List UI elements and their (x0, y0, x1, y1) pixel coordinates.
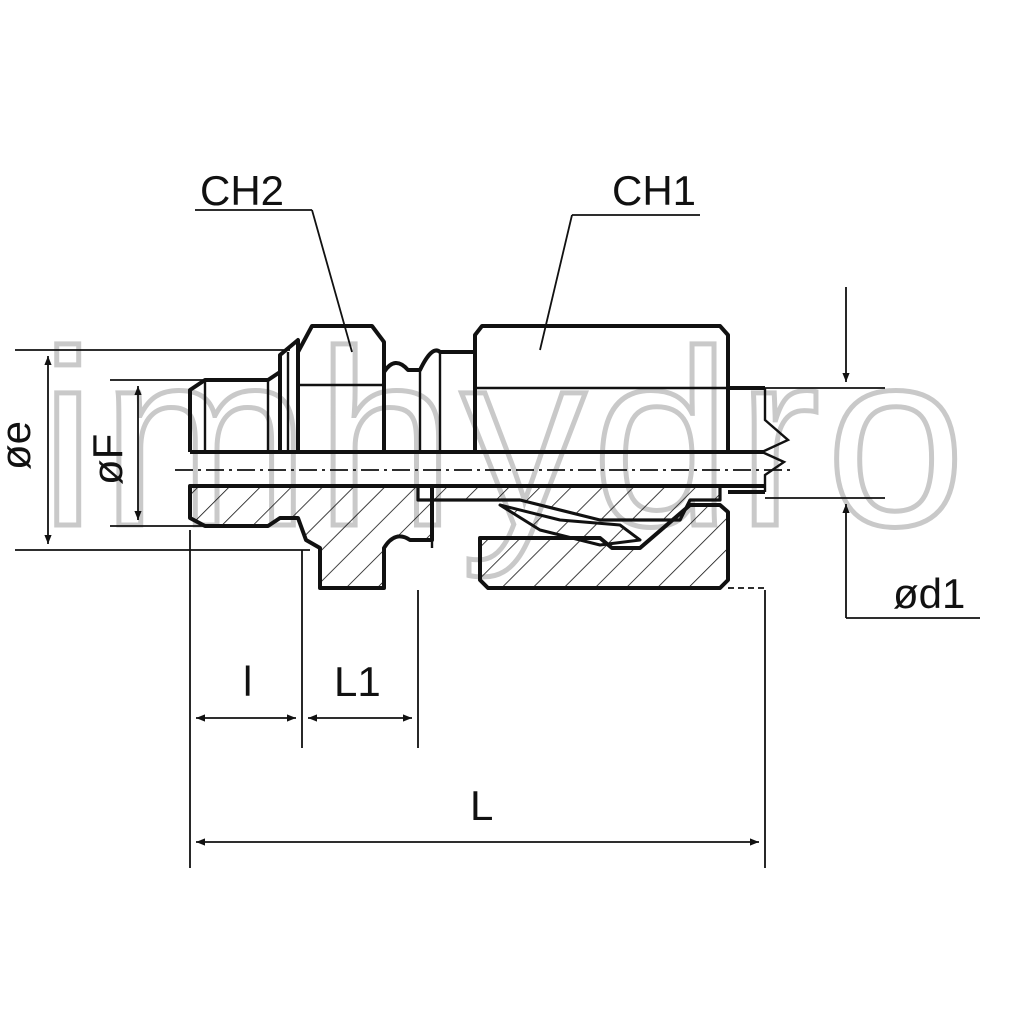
diameter-e-label: øe (0, 421, 39, 470)
length-total-label: L (470, 782, 493, 829)
diameter-d1-dimension: ød1 (765, 287, 980, 619)
length-l1-label: L1 (334, 658, 381, 705)
fitting-body-section (188, 484, 765, 590)
ch1-nut-upper (473, 324, 730, 452)
diameter-d1-label: ød1 (893, 570, 965, 617)
diameter-f-dimension: øF (84, 379, 205, 527)
fitting-body-outline (175, 324, 791, 492)
length-l-small-label: l (243, 658, 252, 705)
watermark: imhydro (40, 299, 971, 578)
diameter-f-label: øF (84, 434, 131, 485)
length-l-l1-dimension: l L1 (189, 530, 419, 868)
diameter-e-dimension: øe (0, 349, 310, 551)
length-total-dimension: L (196, 590, 766, 868)
ch1-leader: CH1 (539, 167, 700, 351)
ch1-label: CH1 (612, 167, 696, 214)
ch2-label: CH2 (200, 167, 284, 214)
ch2-leader: CH2 (195, 167, 353, 353)
ch2-hex-upper (296, 324, 386, 452)
